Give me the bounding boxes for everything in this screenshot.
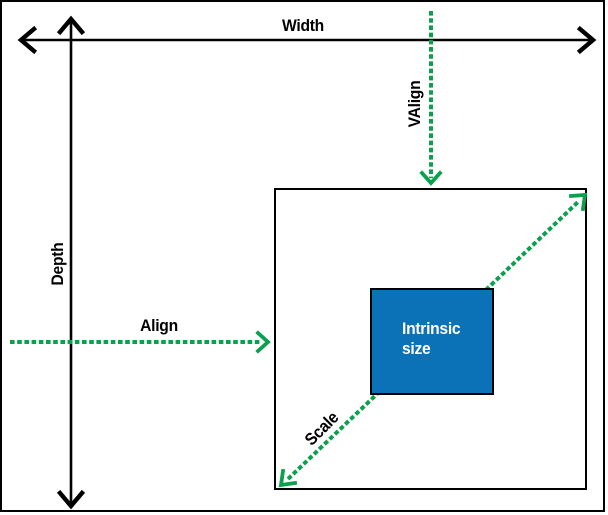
valign-arrow xyxy=(419,11,443,186)
align-label: Align xyxy=(140,316,178,335)
width-arrow xyxy=(17,25,597,55)
arrowhead-left-icon xyxy=(17,25,38,55)
intrinsic-size-line2: size xyxy=(402,339,431,358)
intrinsic-size-box: Intrinsic size xyxy=(370,288,494,395)
arrowhead-downleft-icon xyxy=(278,468,298,488)
viewport-box xyxy=(274,188,587,490)
arrowhead-down-icon xyxy=(56,489,86,510)
depth-arrow xyxy=(56,15,86,510)
intrinsic-size-line1: Intrinsic xyxy=(402,319,461,338)
intrinsic-size-label: Intrinsic size xyxy=(402,319,461,359)
width-label: Width xyxy=(282,16,324,35)
valign-label: VAlign xyxy=(405,80,424,128)
arrowhead-down-icon xyxy=(419,170,443,186)
arrowhead-right-icon xyxy=(255,330,271,354)
arrowhead-right-icon xyxy=(576,25,597,55)
arrowhead-upright-icon xyxy=(568,192,588,212)
scale-arrow xyxy=(278,192,588,488)
align-arrow xyxy=(10,330,271,354)
depth-label: Depth xyxy=(48,242,67,286)
arrowhead-up-icon xyxy=(56,15,86,36)
